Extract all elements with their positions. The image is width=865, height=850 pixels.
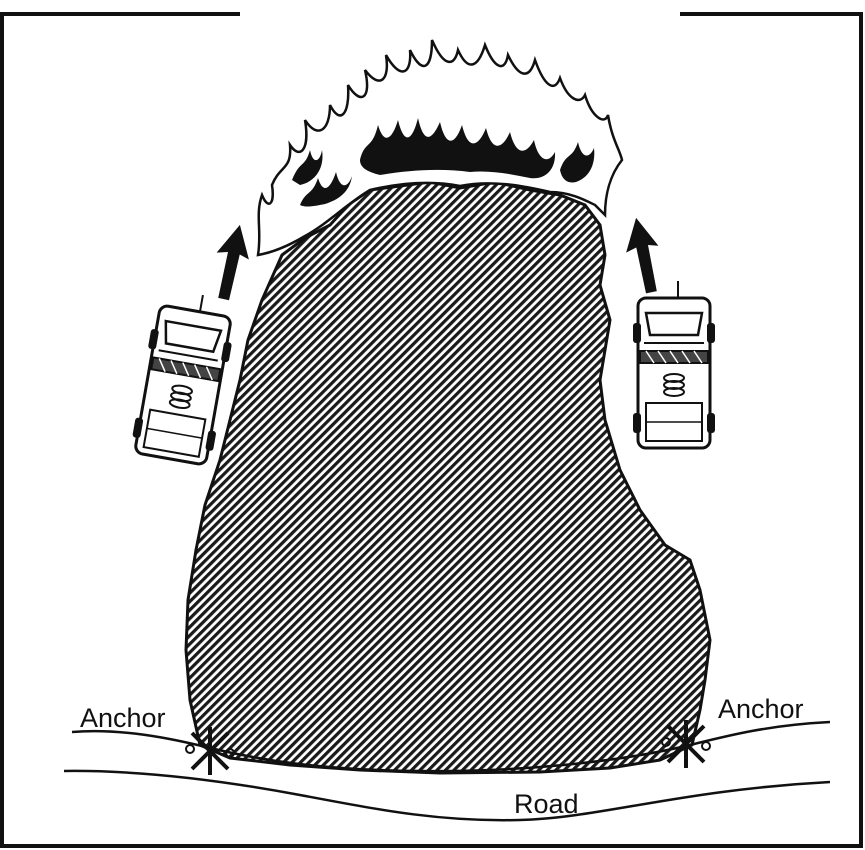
right-fire-engine-icon <box>633 281 715 448</box>
right-anchor-point-icon <box>662 720 710 768</box>
anchor-right-label: Anchor <box>718 694 804 724</box>
road-label: Road <box>514 789 579 819</box>
title-bar-remnant <box>240 0 680 16</box>
anchor-left-label: Anchor <box>80 703 166 733</box>
left-anchor-point-icon <box>186 727 234 775</box>
